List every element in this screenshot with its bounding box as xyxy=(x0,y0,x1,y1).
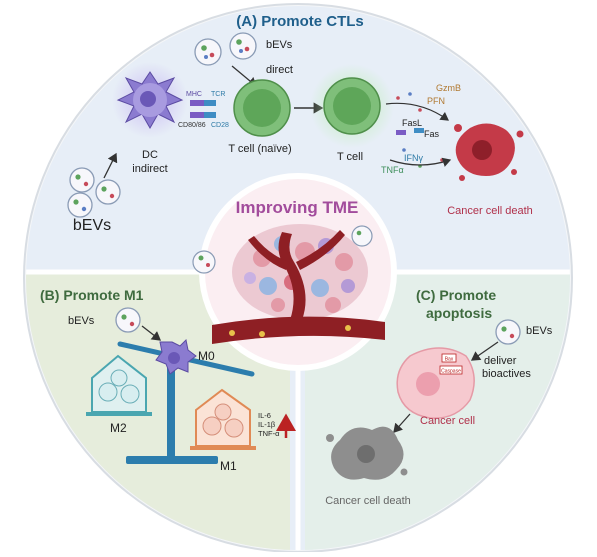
il6-label: IL-6 xyxy=(258,411,271,420)
tcr-label: TCR xyxy=(211,91,225,98)
synapse-receptors xyxy=(190,100,216,118)
bev-vesicle-left-1 xyxy=(69,167,95,193)
panel-c-bevs-label: bEVs xyxy=(526,325,553,337)
m2-label: M2 xyxy=(110,421,127,435)
panel-b-bevs-label: bEVs xyxy=(68,315,95,327)
direct-label: direct xyxy=(266,64,293,76)
tnfa-label: TNFα xyxy=(381,165,404,175)
dc-label: DC xyxy=(142,149,158,161)
blood-vessel xyxy=(212,230,385,344)
gzmb-label: GzmB xyxy=(436,83,461,93)
bevs-left-label: bEVs xyxy=(73,217,111,234)
indirect-label: indirect xyxy=(132,163,167,175)
center-title: Improving TME xyxy=(236,198,359,217)
bev-vesicle-b xyxy=(115,307,141,333)
panel-c-title-line2: apoptosis xyxy=(426,305,492,321)
bev-vesicle-top-1 xyxy=(194,38,222,66)
bev-vesicle-c xyxy=(495,319,521,345)
death-arrow xyxy=(393,413,411,433)
bev-vesicle-center-1 xyxy=(192,250,216,274)
bev-vesicle-left-3 xyxy=(67,192,93,218)
bev-vesicle-left-2 xyxy=(95,179,121,205)
fas-label: Fas xyxy=(424,129,440,139)
panel-c-title-line1: (C) Promote xyxy=(416,287,496,303)
dead-cancer-cell xyxy=(326,426,408,480)
cancer-cell-c xyxy=(396,347,475,419)
caspase-box-label: Caspase xyxy=(441,369,461,375)
dc-cell xyxy=(116,71,184,130)
naive-t-cell xyxy=(233,79,291,137)
bax-box-label: Bax xyxy=(445,357,454,363)
il1b-label: IL-1β xyxy=(258,420,276,429)
m1-label: M1 xyxy=(220,459,237,473)
m0-label: M0 xyxy=(198,349,215,363)
panel-c-death-label: Cancer cell death xyxy=(325,495,411,507)
indirect-arrow xyxy=(103,152,118,179)
m1-pan xyxy=(190,388,256,450)
fasl-label: FasL xyxy=(402,118,422,128)
tcell-label: T cell xyxy=(337,151,363,163)
panel-a-title: (A) Promote CTLs xyxy=(236,13,364,30)
dying-cancer-cell xyxy=(454,123,524,181)
deliver-label-1: deliver xyxy=(484,355,517,367)
deliver-arrow xyxy=(470,341,499,361)
panel-b-title: (B) Promote M1 xyxy=(40,287,144,303)
bevs-top-label: bEVs xyxy=(266,39,293,51)
bev-vesicle-center-2 xyxy=(351,225,373,247)
cancer-cell-label: Cancer cell xyxy=(420,415,475,427)
tnfa-b-label: TNF-α xyxy=(258,429,280,438)
m0-macrophage xyxy=(155,338,197,375)
cd28-label: CD28 xyxy=(211,122,229,129)
effector-arrow-1 xyxy=(385,102,449,121)
m2-pan xyxy=(86,354,152,416)
panel-b-arrow xyxy=(141,325,162,341)
tcell-naive-label: T cell (naïve) xyxy=(228,143,291,155)
panel-a-death-label: Cancer cell death xyxy=(447,205,533,217)
deliver-label-2: bioactives xyxy=(482,368,531,380)
mhc-label: MHC xyxy=(186,91,202,98)
pfn-label: PFN xyxy=(427,96,445,106)
ifng-label: IFNγ xyxy=(404,153,423,163)
activated-t-cell xyxy=(323,77,381,135)
effector-arrow-2 xyxy=(389,157,452,167)
bev-vesicle-top-2 xyxy=(229,32,257,60)
cd8086-label: CD80/86 xyxy=(178,122,206,129)
